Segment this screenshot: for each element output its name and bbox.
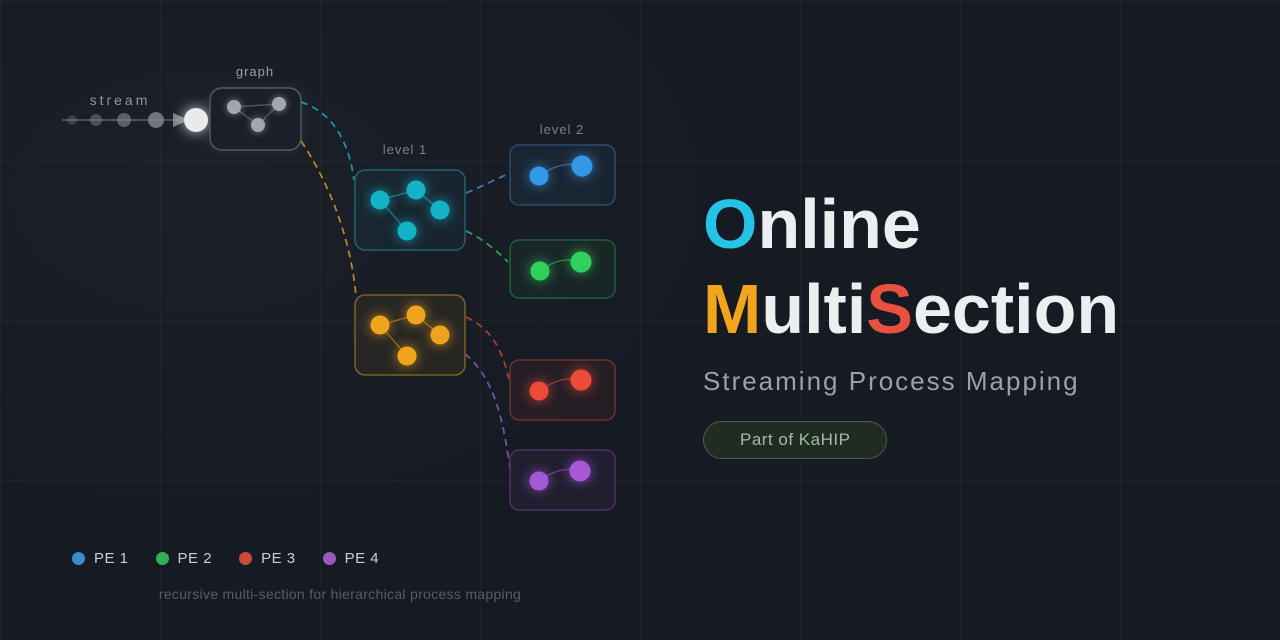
stream-label: stream [90, 92, 151, 108]
legend-item-pe4: PE 4 [322, 550, 380, 567]
level2-box-pe1 [509, 144, 616, 206]
legend-item-pe1: PE 1 [72, 550, 129, 567]
legend-label: PE 3 [261, 550, 296, 567]
title-rest-ection: ection [912, 270, 1120, 348]
pe2-node [570, 251, 592, 273]
pe1-node [571, 155, 593, 177]
connector-level1-to-pe1 [465, 173, 509, 194]
caption: recursive multi-section for hierarchical… [158, 586, 522, 602]
level2-box-pe3 [509, 359, 616, 421]
title-line1: Online [703, 182, 1119, 267]
stream-dot [148, 112, 164, 128]
stream-dot [90, 114, 102, 126]
title-accent-s: S [866, 270, 913, 348]
pe4-node [529, 471, 549, 491]
stream-head-dot [184, 108, 208, 132]
pe4-dot-icon [322, 552, 336, 565]
teal-node [370, 190, 390, 210]
graph-node [227, 100, 241, 114]
stream-dot [117, 113, 131, 127]
connector-graph-to-level1-orange [300, 140, 357, 298]
stream-dot [67, 115, 77, 125]
orange-node [406, 305, 426, 325]
connector-level1-to-pe3 [465, 316, 511, 386]
hierarchy-diagram: stream graph level 1 level 2 [62, 64, 616, 511]
pe2-dot-icon [155, 552, 169, 565]
title-mid-ulti: ulti [761, 270, 867, 348]
graph-edge [233, 103, 280, 108]
graph-node [251, 118, 265, 132]
title-accent-m: M [703, 270, 762, 348]
level1-label: level 1 [383, 142, 428, 157]
kahip-badge[interactable]: Part of KaHIP [703, 421, 888, 459]
legend-item-pe3: PE 3 [239, 550, 296, 567]
level1-box-orange [354, 294, 466, 376]
connector-level1-to-pe2 [465, 230, 509, 263]
pe4-node [569, 460, 591, 482]
level1-box-teal [354, 169, 466, 251]
pe1-dot-icon [72, 552, 85, 565]
graph-label: graph [236, 64, 274, 79]
level2-box-pe2 [509, 239, 616, 299]
graph-node [272, 97, 286, 111]
orange-node [397, 346, 417, 366]
teal-node [397, 221, 417, 241]
pe2-node [530, 261, 550, 281]
level2-box-pe4 [509, 449, 616, 511]
pe3-node [529, 381, 549, 401]
legend-label: PE 1 [94, 550, 129, 567]
legend-label: PE 4 [344, 550, 380, 567]
orange-node [430, 325, 450, 345]
connector-level1-to-pe4 [464, 353, 511, 469]
pe3-node [570, 369, 592, 391]
right-panel: Online MultiSection Streaming Process Ma… [703, 182, 1119, 459]
legend-item-pe2: PE 2 [155, 550, 213, 567]
title-line2: MultiSection [703, 267, 1119, 352]
connector-graph-to-level1-teal [300, 101, 355, 181]
pe1-node [529, 166, 549, 186]
page-title: Online MultiSection [703, 182, 1119, 352]
legend: PE 1 PE 2 PE 3 PE 4 [72, 550, 379, 567]
title-accent-o: O [703, 185, 758, 263]
teal-node [430, 200, 450, 220]
teal-node [406, 180, 426, 200]
pe3-dot-icon [239, 552, 253, 565]
legend-label: PE 2 [177, 550, 213, 567]
title-rest-nline: nline [757, 185, 921, 263]
stream-arrow-icon [173, 113, 189, 127]
orange-node [370, 315, 390, 335]
level2-label: level 2 [540, 122, 585, 137]
subtitle: Streaming Process Mapping [703, 366, 1080, 396]
